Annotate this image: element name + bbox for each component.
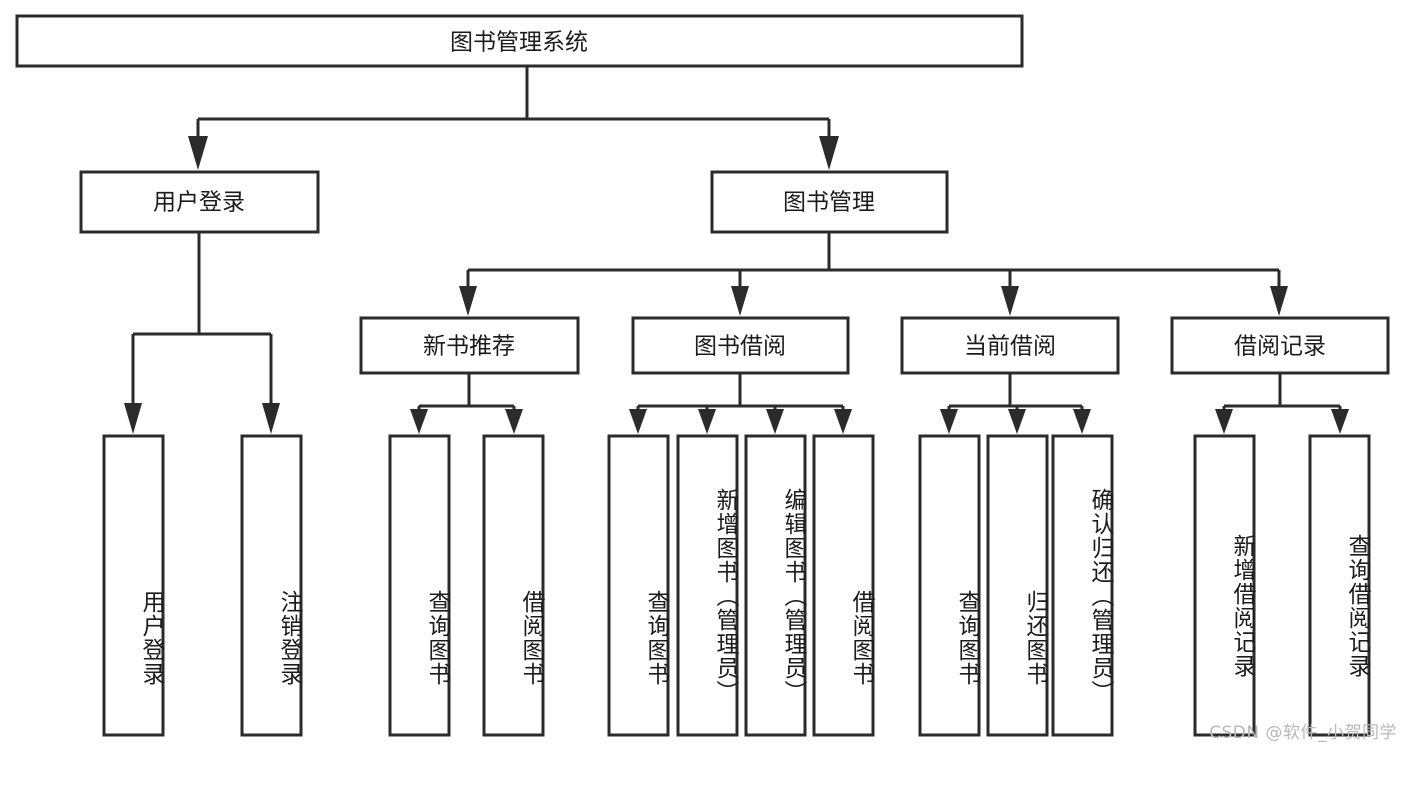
node-leaf-query-book-1-box[interactable] <box>388 434 451 737</box>
node-leaf-query-book-2-box[interactable] <box>607 434 670 737</box>
connector-userlogin-to-leaves <box>124 232 280 434</box>
node-user-login[interactable]: 用户登录 <box>79 170 320 234</box>
node-current-borrow-label: 当前借阅 <box>964 334 1056 360</box>
node-root-label: 图书管理系统 <box>450 30 588 56</box>
node-user-login-label: 用户登录 <box>153 190 245 216</box>
node-new-book-rec-label: 新书推荐 <box>423 334 515 360</box>
arrow-head-icon <box>124 403 142 434</box>
arrow-head-icon <box>410 409 428 434</box>
node-borrow-record[interactable]: 借阅记录 <box>1170 316 1390 375</box>
arrow-head-icon <box>459 286 477 316</box>
connector-bookmanage-to-level2 <box>459 232 1288 316</box>
node-current-borrow-box[interactable] <box>900 316 1120 375</box>
node-leaf-add-record-box[interactable] <box>1193 434 1256 737</box>
connector-newbookrec-to-leaves <box>410 373 523 434</box>
node-current-borrow[interactable]: 当前借阅 <box>900 316 1120 375</box>
arrow-head-icon <box>834 409 852 434</box>
arrow-head-icon <box>940 409 958 434</box>
node-user-login-box[interactable] <box>79 170 320 234</box>
node-borrow-record-box[interactable] <box>1170 316 1390 375</box>
node-book-borrow-label: 图书借阅 <box>694 334 786 360</box>
node-root-box[interactable] <box>15 14 1024 68</box>
arrow-head-icon <box>1270 286 1288 316</box>
arrow-head-icon <box>1073 409 1091 434</box>
node-leaf-logout-box[interactable] <box>240 434 303 737</box>
node-leaf-user-login-box[interactable] <box>102 434 165 737</box>
csdn-watermark: CSDN @软件_小贺同学 <box>1209 723 1397 743</box>
node-book-manage-box[interactable] <box>710 170 949 234</box>
arrow-head-icon <box>731 286 749 316</box>
node-leaf-borrow-book-2-box[interactable] <box>812 434 875 737</box>
arrow-head-icon <box>262 403 280 434</box>
arrow-head-icon <box>1215 409 1233 434</box>
arrow-head-icon <box>629 409 647 434</box>
arrow-head-icon <box>505 409 523 434</box>
node-leaf-borrow-book-1-box[interactable] <box>482 434 545 737</box>
node-root[interactable]: 图书管理系统 <box>15 14 1024 68</box>
connector-bookborrow-to-leaves <box>629 373 852 434</box>
node-leaf-edit-book-box[interactable] <box>744 434 807 737</box>
node-leaf-add-book-box[interactable] <box>676 434 739 737</box>
arrow-head-icon <box>819 136 839 170</box>
node-book-manage-label: 图书管理 <box>783 190 875 216</box>
arrow-head-icon <box>1001 286 1019 316</box>
node-leaf-query-book-3-box[interactable] <box>918 434 981 737</box>
node-new-book-rec-box[interactable] <box>359 316 580 375</box>
connector-borrowrecord-to-leaves <box>1215 373 1349 434</box>
node-book-manage[interactable]: 图书管理 <box>710 170 949 234</box>
node-book-borrow-box[interactable] <box>631 316 850 375</box>
arrow-head-icon <box>1331 409 1349 434</box>
node-leaf-query-record-box[interactable] <box>1308 434 1371 737</box>
leaf-boxes <box>102 434 1371 737</box>
node-leaf-confirm-return-box[interactable] <box>1051 434 1114 737</box>
node-leaf-return-book-box[interactable] <box>986 434 1049 737</box>
node-book-borrow[interactable]: 图书借阅 <box>631 316 850 375</box>
connector-currentborrow-to-leaves <box>940 373 1091 434</box>
diagram-svg: 图书管理系统 用户登录 图书管理 新书推荐 图书借阅 当前借阅 借阅记录 <box>15 14 1390 737</box>
arrow-head-icon <box>766 409 784 434</box>
arrow-head-icon <box>1008 409 1026 434</box>
node-new-book-rec[interactable]: 新书推荐 <box>359 316 580 375</box>
connector-root-to-level1 <box>188 66 839 170</box>
arrow-head-icon <box>698 409 716 434</box>
arrow-head-icon <box>188 136 208 170</box>
node-borrow-record-label: 借阅记录 <box>1234 334 1326 360</box>
diagram-canvas: 图书管理系统 用户登录 图书管理 新书推荐 图书借阅 当前借阅 借阅记录 <box>15 14 1397 743</box>
